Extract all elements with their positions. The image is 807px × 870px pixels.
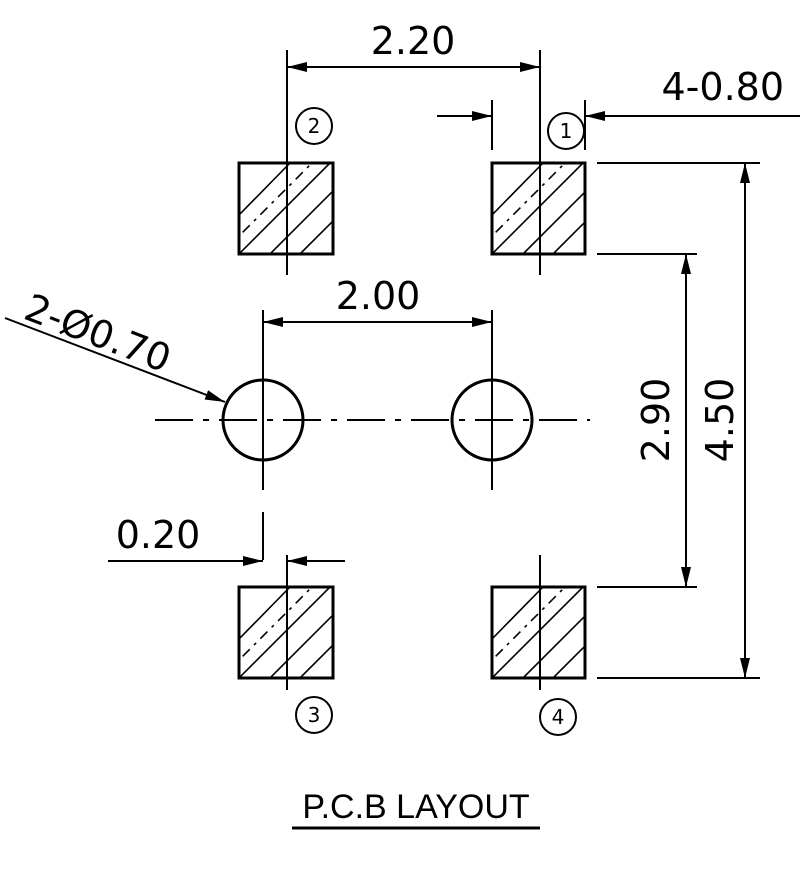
dim-pad-pitch: 2.20	[286, 19, 541, 102]
dim-hole-diameter: 2-Ø0.70	[4, 285, 226, 403]
pin-label-1: 1	[560, 119, 573, 143]
dim-inner-span: 2.90	[597, 253, 697, 588]
pin-callout-1: 1	[547, 112, 585, 150]
pin-label-2: 2	[308, 114, 321, 138]
dim-pad-offset: 0.20	[108, 513, 345, 566]
hole-centerlines	[155, 310, 590, 560]
pin-callout-2: 2	[295, 107, 333, 145]
pin-callout-3: 3	[295, 696, 333, 734]
drawing-title: P.C.B LAYOUT	[292, 788, 540, 830]
pin-callout-4: 4	[539, 698, 577, 736]
dim-outer-span: 4.50	[597, 162, 760, 679]
title-text: P.C.B LAYOUT	[302, 788, 529, 826]
pad-centerlines	[286, 102, 541, 690]
pad-2	[237, 161, 335, 256]
pad-3	[237, 585, 335, 680]
dim-inner-span-label: 2.90	[634, 378, 678, 463]
dim-pad-width: 4-0.80	[437, 65, 800, 150]
dim-hole-diameter-label: 2-Ø0.70	[19, 285, 177, 381]
pin-label-3: 3	[308, 703, 321, 727]
dim-pad-offset-label: 0.20	[116, 513, 201, 557]
pad-1	[490, 161, 587, 256]
dim-hole-pitch-label: 2.00	[336, 274, 421, 318]
pin-label-4: 4	[552, 705, 565, 729]
pad-4	[490, 585, 587, 680]
dim-outer-span-label: 4.50	[698, 378, 742, 463]
dim-hole-pitch: 2.00	[263, 274, 492, 327]
dim-pad-width-label: 4-0.80	[662, 65, 785, 109]
dim-pad-pitch-label: 2.20	[371, 19, 456, 63]
